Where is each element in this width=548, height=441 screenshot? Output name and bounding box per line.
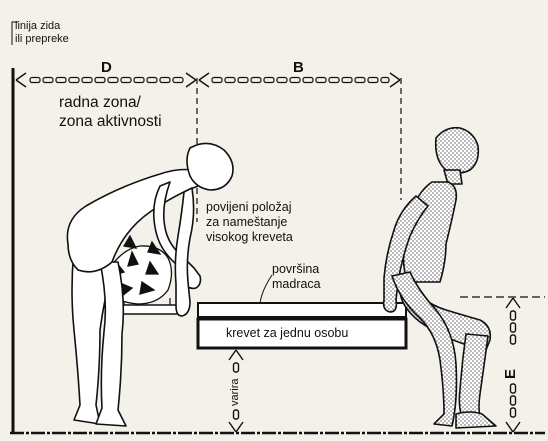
- bent-position-label-line1: povijeni položaj: [206, 200, 292, 214]
- bed-label: krevet za jednu osobu: [226, 326, 349, 340]
- bent-position-label-line3: visokog kreveta: [206, 230, 293, 244]
- mattress: [197, 302, 407, 318]
- dimension-d-label: D: [101, 59, 112, 76]
- mattress-surface-label-line1: površina: [272, 262, 320, 276]
- work-zone-label: radna zona/ zona aktivnosti: [59, 93, 162, 131]
- bed-frame: [196, 317, 408, 350]
- dimension-b-label: B: [293, 59, 304, 76]
- mattress-surface-label: površina madraca: [272, 262, 321, 292]
- work-zone-label-line2: zona aktivnosti: [59, 113, 162, 130]
- wall-line-label-line2: ili prepreke: [15, 33, 69, 45]
- bent-position-label: povijeni položaj za nameštanje visokog k…: [206, 200, 293, 245]
- bed: [196, 302, 408, 350]
- wall-label-leader: [11, 21, 18, 45]
- dimension-e-arrow: [505, 297, 521, 433]
- dimension-b: [198, 72, 401, 88]
- dimension-d: [15, 72, 197, 88]
- mattress-leader: [259, 274, 273, 304]
- dimension-e-label: E: [502, 368, 519, 379]
- wall-line-label: linija zida ili prepreke: [15, 20, 69, 46]
- bent-position-label-line2: za nameštanje: [206, 215, 288, 229]
- varies-label: varira: [229, 378, 241, 406]
- wall-line-label-line1: linija zida: [15, 20, 61, 32]
- work-zone-label-line1: radna zona/: [59, 94, 141, 111]
- squatting-person-figure: [382, 126, 497, 429]
- varies-arrow: [228, 349, 244, 433]
- mattress-surface-label-line2: madraca: [272, 277, 321, 291]
- bending-person-figure: [66, 142, 234, 427]
